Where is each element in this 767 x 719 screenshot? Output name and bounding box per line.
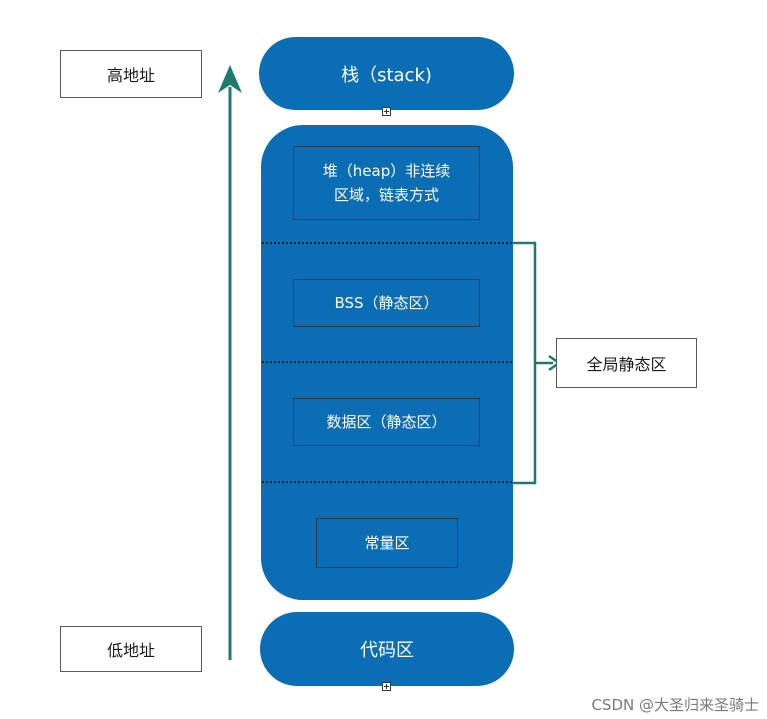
arrow-head: [218, 65, 242, 93]
divider-heap-bss: [262, 242, 512, 244]
address-direction-arrow: [218, 65, 242, 660]
constant-segment: 常量区: [316, 518, 458, 568]
stack-label: 栈（stack): [341, 64, 432, 86]
high-address-text: 高地址: [106, 66, 155, 85]
heap-segment: 堆（heap）非连续 区域，链表方式: [293, 146, 480, 220]
code-label: 代码区: [360, 640, 414, 661]
watermark-text: CSDN @大圣归来圣骑士: [591, 696, 759, 714]
low-address-text: 低地址: [106, 641, 155, 660]
bracket-line: [513, 241, 537, 485]
bss-label: BSS（静态区）: [334, 294, 439, 312]
heap-label-line1: 堆（heap）非连续: [322, 162, 451, 180]
watermark: CSDN @大圣归来圣骑士: [591, 694, 759, 715]
expand-icon[interactable]: [382, 107, 391, 116]
divider-data-constant: [262, 481, 512, 483]
bss-segment: BSS（静态区）: [293, 279, 480, 327]
global-static-text: 全局静态区: [586, 355, 667, 374]
expand-icon[interactable]: [382, 682, 391, 691]
divider-bss-data: [262, 361, 512, 363]
global-static-label: 全局静态区: [556, 338, 697, 388]
heap-label-line2: 区域，链表方式: [333, 186, 439, 204]
low-address-label: 低地址: [60, 626, 202, 672]
data-segment: 数据区（静态区）: [293, 398, 480, 446]
high-address-label: 高地址: [60, 50, 202, 98]
stack-segment: 栈（stack): [259, 37, 514, 110]
data-segment-label: 数据区（静态区）: [326, 413, 447, 431]
constant-label: 常量区: [364, 534, 410, 552]
code-segment: 代码区: [260, 612, 514, 686]
